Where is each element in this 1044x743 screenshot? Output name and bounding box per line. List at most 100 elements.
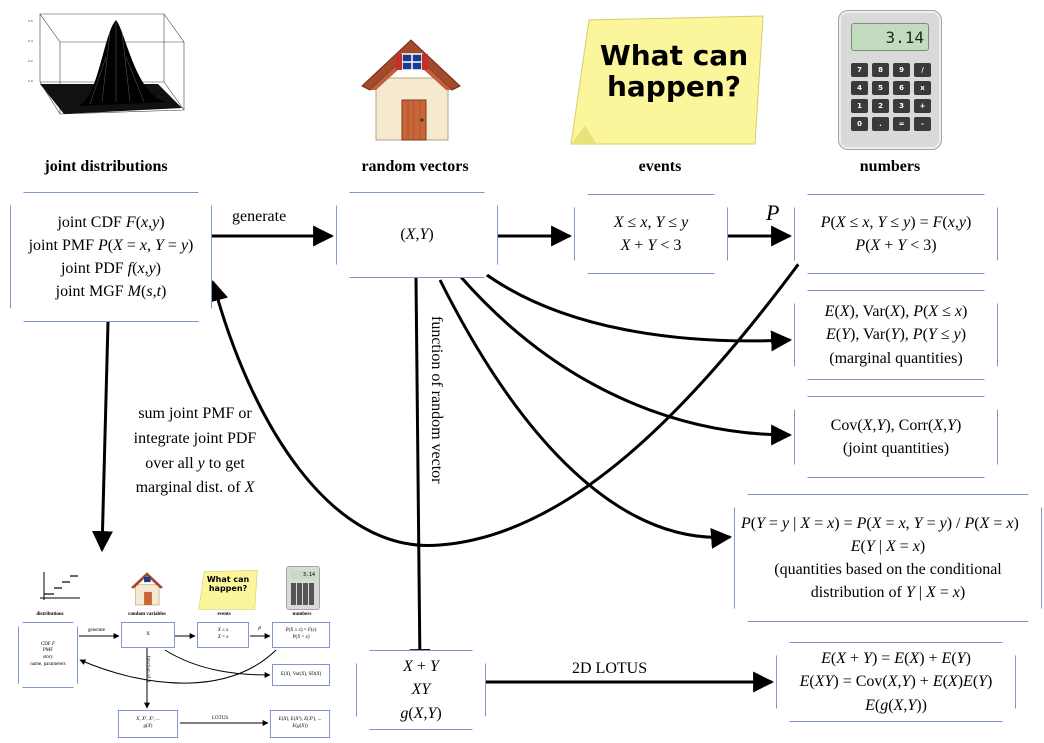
function-1: X + Y [403,658,439,676]
calculator-key: = [893,117,910,131]
joint-distributions-box: joint CDF F(x,y) joint PMF P(X = x, Y = … [10,192,212,322]
lotus-3: E(g(X,Y)) [865,696,927,714]
mini-calculator-keys [291,583,315,605]
mini-arrow-back [79,649,277,684]
calculator-key: 5 [872,81,889,95]
mini-heading-events: events [217,612,231,617]
mini-number-1: P(X ≤ x) = F(x) [285,628,317,634]
sticky-note-line2: happen? [606,70,742,104]
sticky-note-shape [570,15,764,145]
joint-quantities-box: Cov(X,Y), Corr(X,Y) (joint quantities) [794,396,998,478]
calculator-key: 3 [893,99,910,113]
mini-expect-label: E(X), Var(X), SD(X) [280,671,322,677]
lotus-results-box: E(X + Y) = E(X) + E(Y) E(XY) = Cov(X,Y) … [776,642,1016,722]
mini-dist-story: story [43,655,53,660]
heading-numbers: numbers [859,158,921,175]
events-box: X ≤ x, Y ≤ y X + Y < 3 [574,194,728,274]
joint-mgf: joint MGF M(s,t) [55,283,167,301]
mini-arrow-expect [164,649,271,678]
probabilities-box: P(X ≤ x, Y ≤ y) = F(x,y) P(X + Y < 3) [794,194,998,274]
arrow-function-of-vector [409,277,431,671]
calculator-key: 7 [851,63,868,77]
mini-heading-numbers: numbers [292,612,312,617]
calculator-key: . [872,117,889,131]
heading-joint-distributions: joint distributions [44,158,168,175]
mini-events-box: X ≤ x X = x [197,622,249,648]
svg-text:0.5: 0.5 [28,19,33,23]
conditional-1: P(Y = y | X = x) = P(X = x, Y = y) / P(X… [741,514,1019,532]
mini-event-2: X = x [217,635,229,640]
functions-box: X + Y XY g(X,Y) [356,650,486,730]
lotus-2: E(XY) = Cov(X,Y) + E(X)E(Y) [799,673,993,691]
marginal-instr-1: sum joint PMF or [138,405,252,422]
label-function-of-random-vector: function of random vector [428,316,445,484]
calculator-key: 2 [872,99,889,113]
conditional-4: distribution of Y | X = x) [810,584,966,602]
prob-2: P(X + Y < 3) [855,237,937,254]
label-P: P [766,200,780,225]
mini-dist-name: name, parameters [30,661,66,667]
label-2d-lotus: 2D LOTUS [572,660,648,677]
heading-random-vectors: random vectors [361,158,469,175]
calculator-key: x [914,81,931,95]
calculator-key: 9 [893,63,910,77]
svg-text:0.0: 0.0 [28,79,33,83]
mini-dist-cdf: CDF F [40,641,56,647]
mini-func-2: g(X) [143,724,153,729]
marginal-instr-4: marginal dist. of X [135,479,255,497]
mini-label-lotus: LOTUS [212,716,229,721]
sticky-note-line1: What can [599,39,749,72]
svg-text:0.4: 0.4 [28,39,33,43]
mini-sticky-note [198,570,258,610]
function-2: XY [411,681,431,699]
mini-heading-distributions: distributions [36,612,64,617]
mini-numbers-box: P(X ≤ x) = F(x) P(X = x) [272,622,330,648]
mini-dist-pmf: PMF [42,648,53,654]
joint-pdf: joint PDF f(x,y) [60,260,161,277]
event-2: X + Y < 3 [620,237,682,254]
marginal-quantities-box: E(X), Var(X), P(X ≤ x) E(Y), Var(Y), P(Y… [794,290,998,380]
joint-pmf: joint PMF P(X = x, Y = y) [28,236,194,254]
joint-q-1: Cov(X,Y), Corr(X,Y) [830,416,962,434]
mini-func-box: X, X², X³, ... g(X) [118,710,178,738]
calculator-key: 4 [851,81,868,95]
mini-cdf-icon [40,572,80,600]
calculator-key: / [914,63,931,77]
sticky-note-text: What can happen? [595,40,753,103]
svg-text:0.2: 0.2 [28,59,33,63]
calculator-key: 8 [872,63,889,77]
arrow-marginal-dist [92,321,113,553]
mini-note-line2: happen? [208,583,248,593]
mini-calculator-icon: 3.14 [286,566,320,610]
marginal-instr-2: integrate joint PDF [133,429,257,447]
calculator-key: 0 [851,117,868,131]
arrow-to-joint [458,275,793,446]
mini-label-function-of-X: function of X [145,656,150,683]
mini-label-generate: generate [88,628,105,633]
mini-lotus-2: E(g(X)) [292,724,308,729]
mini-house-icon [130,572,164,606]
mini-sticky-note-text: What can happen? [200,575,256,594]
mini-dist-box: CDF F PMF story name, parameters [18,622,78,688]
mini-note-line1: What can [206,575,250,584]
joint-q-2: (joint quantities) [842,440,950,457]
mini-heading-random-variables: random variables [128,612,166,617]
mini-rv-label: X [146,631,150,637]
calculator-key: 6 [893,81,910,95]
conditional-3: (quantities based on the conditional [774,561,1002,578]
mini-rv-box: X [121,622,175,648]
conditional-2: E(Y | X = x) [850,537,926,555]
sticky-note: What can happen? [567,8,767,146]
marginal-3: (marginal quantities) [829,349,963,367]
3d-joint-density-plot-icon: 0.5 0.4 0.2 0.0 [28,13,185,115]
mini-expect-box: E(X), Var(X), SD(X) [272,664,330,686]
mini-number-2: P(X = x) [292,635,310,640]
label-marginal-instructions: sum joint PMF or integrate joint PDF ove… [110,402,280,501]
event-1: X ≤ x, Y ≤ y [613,213,689,231]
label-generate: generate [232,208,287,225]
mini-lotus-1: E(X), E(X²), E(X³), ... [278,717,322,723]
random-vector-label: (X,Y) [400,226,434,244]
